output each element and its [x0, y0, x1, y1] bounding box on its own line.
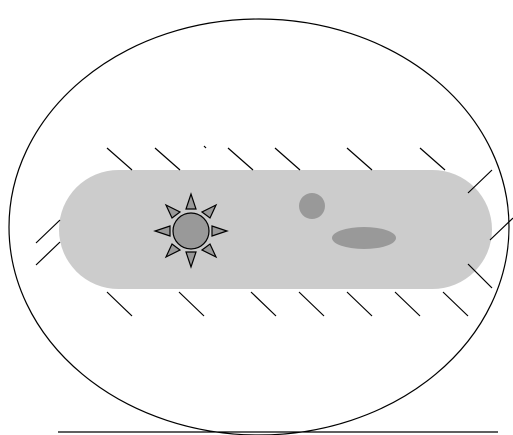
hatch-line — [107, 148, 132, 170]
hatch-line — [228, 148, 253, 170]
sun-core — [173, 213, 209, 249]
hatch-line — [347, 148, 372, 170]
hatch-line — [179, 292, 204, 316]
hatch-line — [468, 264, 492, 288]
hatch-line — [155, 148, 180, 170]
hatch-line — [251, 292, 276, 316]
hatch-line — [36, 242, 60, 265]
hatch-line — [275, 148, 300, 170]
hatch-line — [443, 292, 468, 316]
spiked-sun-icon — [155, 194, 227, 267]
capsule-body — [59, 170, 492, 289]
hatch-line — [395, 292, 420, 316]
oval-spot — [332, 227, 396, 249]
hatch-line — [468, 170, 492, 193]
hatch-line — [107, 292, 132, 316]
hatch-line — [36, 220, 60, 243]
hatch-line — [420, 148, 445, 170]
hatch-tick — [204, 146, 206, 148]
small-circle-spot — [299, 193, 325, 219]
hatch-line — [299, 292, 324, 316]
hatch-line — [347, 292, 372, 316]
